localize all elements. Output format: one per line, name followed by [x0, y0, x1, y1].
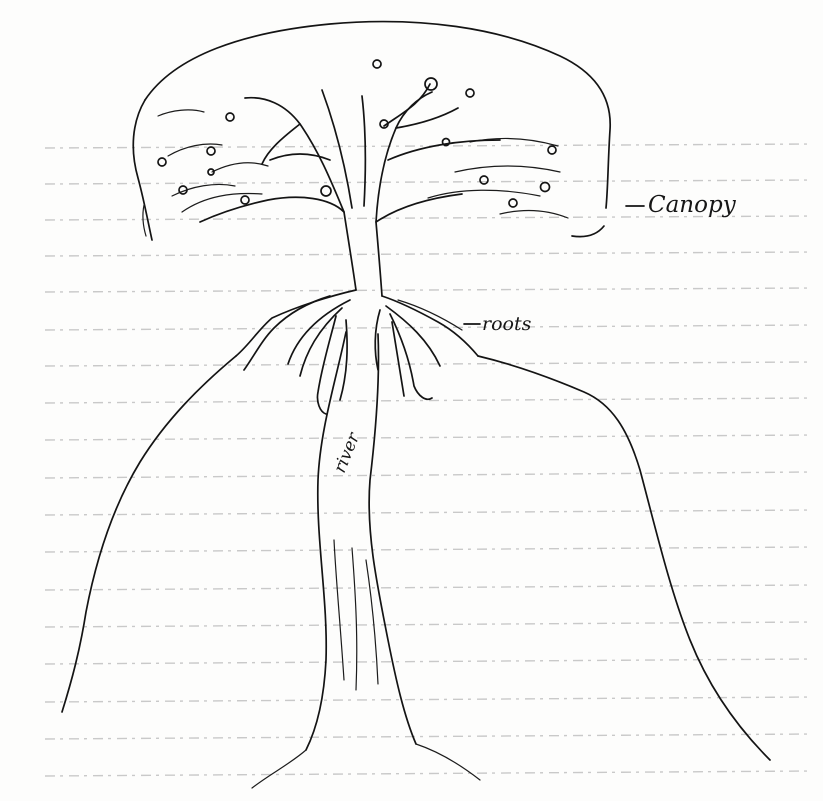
- hills: [62, 356, 770, 788]
- ruled-lines: [45, 144, 812, 776]
- canopy-label: Canopy: [648, 192, 737, 218]
- annotations: Canopy roots river: [330, 192, 737, 476]
- river: [306, 332, 416, 750]
- tree-trunk: [200, 84, 500, 296]
- tree-canopy: [133, 22, 610, 240]
- river-label: river: [330, 429, 364, 476]
- tree-roots: [236, 290, 478, 414]
- roots-label: roots: [482, 313, 532, 335]
